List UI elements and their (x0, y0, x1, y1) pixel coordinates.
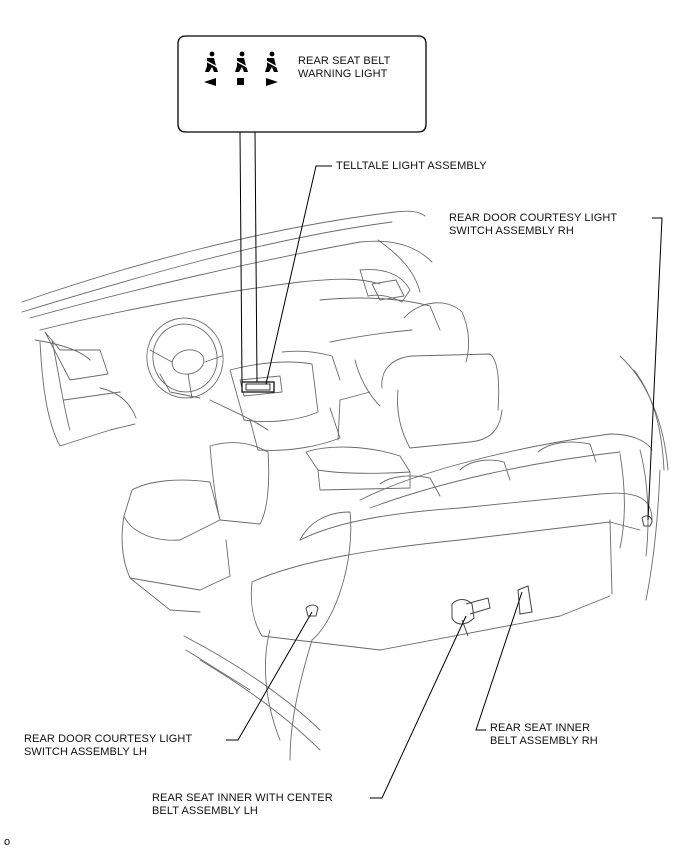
rear-door-rh-leader (647, 217, 663, 521)
inner-center-label-line-2: BELT ASSEMBLY LH (152, 805, 258, 817)
square-icon (237, 78, 244, 85)
callout-title-line-2: WARNING LIGHT (298, 68, 388, 80)
vehicle-interior-illustration (21, 210, 669, 761)
inner-rh-label-line-1: REAR SEAT INNER (490, 722, 591, 734)
arrow-left-icon (204, 78, 216, 86)
rear-door-lh-leader (226, 611, 313, 741)
callout-leader (254, 131, 258, 383)
seatbelt-warning-icon (203, 51, 280, 72)
inner-rh-leader (475, 591, 523, 731)
callout-title-line-1: REAR SEAT BELT (298, 55, 391, 67)
rear-door-rh-label-line-2: SWITCH ASSEMBLY RH (449, 225, 574, 237)
arrow-right-icon (266, 78, 278, 86)
callout-leader (239, 131, 243, 385)
telltale-light-marker (241, 381, 275, 393)
rear-door-lh-label-line-2: SWITCH ASSEMBLY LH (24, 746, 148, 758)
inner-center-leader (370, 615, 467, 799)
telltale-leader (265, 165, 332, 385)
rear-door-lh-label-line-1: REAR DOOR COURTESY LIGHT (24, 733, 193, 745)
telltale-label: TELLTALE LIGHT ASSEMBLY (336, 160, 487, 172)
rear-door-rh-label-line-1: REAR DOOR COURTESY LIGHT (449, 212, 618, 224)
inner-rh-label-line-2: BELT ASSEMBLY RH (490, 735, 598, 747)
inner-center-label-line-1: REAR SEAT INNER WITH CENTER (152, 792, 333, 804)
figure-reference: o (4, 836, 11, 848)
